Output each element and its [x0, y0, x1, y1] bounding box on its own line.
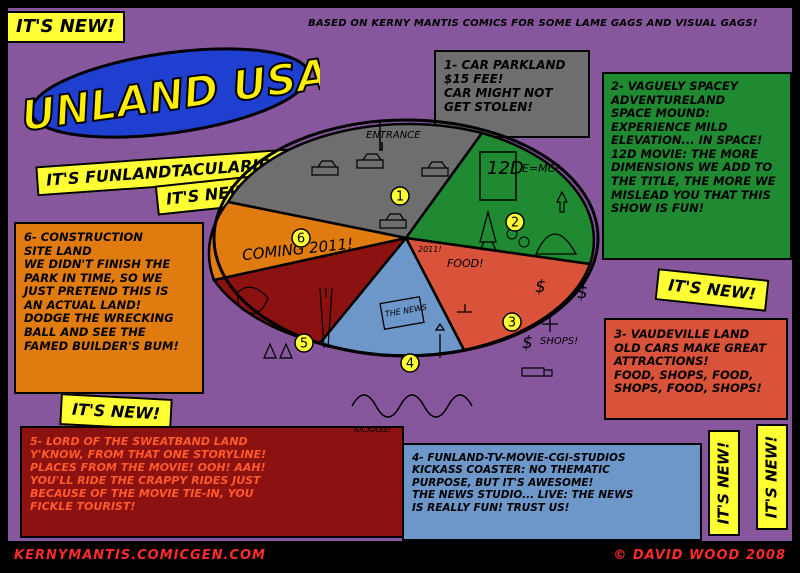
sector-marker-number: 4 [406, 357, 414, 372]
box1-line: GET STOLEN! [444, 100, 533, 115]
food-label: FOOD! [447, 257, 484, 270]
box4-line: PURPOSE, BUT IT'S AWESOME! [412, 476, 594, 489]
emc2-label: E=MC² [522, 162, 560, 175]
box-funland-tv-movie-cgi-studios: 4- FUNLAND-TV-MOVIE-CGI-STUDIOS KICKASS … [402, 443, 702, 541]
box6-line: PARK IN TIME, SO WE [24, 270, 163, 285]
old-car-icon [521, 367, 553, 377]
sector-marker-circle [390, 186, 410, 206]
box2-line: ELEVATION... IN SPACE! [611, 133, 763, 148]
box5-line: 5- LORD OF THE SWEATBAND LAND [30, 435, 248, 448]
tent-icon [263, 342, 293, 359]
box2-line: SHOW IS FUN! [611, 201, 704, 216]
box-spacey-adventureland: 2- VAGUELY SPACEY ADVENTURELAND SPACE MO… [602, 72, 792, 260]
new-tag-top-left: IT'S NEW! [8, 11, 126, 43]
dollar-icon: $ [522, 333, 533, 353]
box6-line: WE DIDN'T FINISH THE [24, 257, 171, 272]
sector-marker-number: 1 [396, 190, 404, 205]
box-lord-of-the-sweatband-land: 5- LORD OF THE SWEATBAND LAND Y'KNOW, FR… [20, 426, 404, 538]
box1-line: CAR MIGHT NOT [444, 86, 553, 101]
sector-marker-number: 2 [511, 216, 519, 231]
food-stall-icon [457, 304, 472, 313]
box5-line: FICKLE TOURIST! [30, 499, 136, 513]
box1-line: 1- CAR PARKLAND [444, 58, 566, 72]
sector-marker-circle [291, 228, 311, 248]
box3-line: ATTRACTIONS! [614, 354, 709, 369]
box4-line: KICKASS COASTER: NO THEMATIC [412, 464, 610, 477]
sector-spacey-adventureland [403, 131, 596, 266]
dollar-icon: $ [535, 277, 546, 297]
box2-line: 2- VAGUELY SPACEY [611, 79, 739, 93]
dollar-icon: $ [577, 283, 588, 303]
box6-line: JUST PRETEND THIS IS [24, 284, 169, 299]
planet-icon [518, 236, 530, 248]
kickass-label: KICKASS! [354, 425, 391, 434]
box2-line: ADVENTURELAND [611, 92, 726, 107]
movie-screen-icon [479, 151, 517, 201]
box-construction-site-land: 6- CONSTRUCTION SITE LAND WE DIDN'T FINI… [14, 222, 204, 394]
sector-marker-number: 6 [297, 232, 305, 247]
box3-line: 3- VAUDEVILLE LAND [614, 327, 750, 341]
sector-marker-number: 3 [508, 316, 516, 331]
box6-line: AN ACTUAL LAND! [24, 297, 142, 312]
entrance-label: ENTRANCE [366, 130, 421, 141]
space-mound-icon [534, 233, 578, 255]
box2-line: 12D MOVIE: THE MORE [611, 146, 759, 161]
box2-line: DIMENSIONS WE ADD TO [611, 160, 773, 175]
logo: FUNLAND USA! [20, 45, 320, 145]
box5-line: BECAUSE OF THE MOVIE TIE-IN, YOU [30, 486, 254, 500]
website-credit: KERNYMANTIS.COMICGEN.COM [14, 548, 266, 563]
box4-line: IS REALLY FUN! TRUST US! [412, 501, 570, 514]
shops-label: SHOPS! [540, 336, 578, 347]
sector-marker-number: 5 [300, 337, 308, 352]
sector-marker-circle [502, 312, 522, 332]
box2-line: EXPERIENCE MILD [611, 119, 728, 134]
box6-line: BALL AND SEE THE [24, 324, 146, 339]
byline: BASED ON KERNY MANTIS COMICS FOR SOME LA… [308, 18, 758, 29]
box6-line: DODGE THE WRECKING [24, 311, 174, 326]
sector-number-markers: 1 2 3 4 5 6 [291, 186, 525, 373]
tower-of-sweatband-icon [319, 287, 333, 349]
box2-line: THE TITLE, THE MORE WE [611, 173, 776, 188]
comic-panel: FUNLAND USA! IT'S NEW! IT'S FUNLANDTACUL… [6, 6, 794, 543]
park-map: ENTRANCE 12D E=MC² 2011! COMING 2011! [207, 118, 600, 434]
news-studio-icon [379, 295, 425, 331]
year-small-label: 2011! [418, 245, 442, 254]
food-stall-icon [542, 314, 558, 332]
box5-line: PLACES FROM THE MOVIE! OOH! AAH! [30, 460, 266, 474]
twelve-d-label: 12D [487, 158, 524, 179]
box6-line: SITE LAND [24, 243, 92, 258]
box6-line: FAMED BUILDER'S BUM! [24, 338, 179, 353]
sector-marker-circle [400, 353, 420, 373]
coaster-track-icon [351, 394, 473, 418]
box3-line: OLD CARS MAKE GREAT [614, 340, 767, 355]
box3-line: SHOPS, FOOD, SHOPS! [614, 381, 762, 396]
box4-line: THE NEWS STUDIO... LIVE: THE NEWS [412, 489, 634, 502]
parked-cars [311, 153, 449, 229]
sector-marker-circle [294, 333, 314, 353]
box2-line: SPACE MOUND: [611, 106, 710, 121]
box-vaudeville-land: 3- VAUDEVILLE LAND OLD CARS MAKE GREAT A… [604, 318, 788, 420]
box3-line: FOOD, SHOPS, FOOD, [614, 367, 754, 382]
rocket-icon [479, 209, 497, 251]
box5-line: Y'KNOW, FROM THAT ONE STORYLINE! [30, 447, 267, 461]
volcano-icon [237, 286, 269, 314]
copyright-credit: © DAVID WOOD 2008 [613, 548, 786, 563]
logo-oval [29, 47, 311, 139]
box6-line: 6- CONSTRUCTION [24, 230, 143, 244]
box4-line: 4- FUNLAND-TV-MOVIE-CGI-STUDIOS [412, 452, 626, 464]
spaceship-icon [556, 190, 568, 213]
sector-marker-circle [505, 212, 525, 232]
new-tag-vertical-2: IT'S NEW! [756, 424, 788, 530]
entrance-gate [379, 122, 383, 151]
sector-car-parkland [226, 122, 485, 240]
box5-line: YOU'LL RIDE THE CRAPPY RIDES JUST [30, 473, 261, 487]
box2-line: MISLEAD YOU THAT THIS [611, 187, 771, 202]
box1-line: $15 FEE! [444, 72, 504, 87]
tower-icon [434, 322, 446, 358]
new-tag-vertical-1: IT'S NEW! [708, 430, 740, 536]
